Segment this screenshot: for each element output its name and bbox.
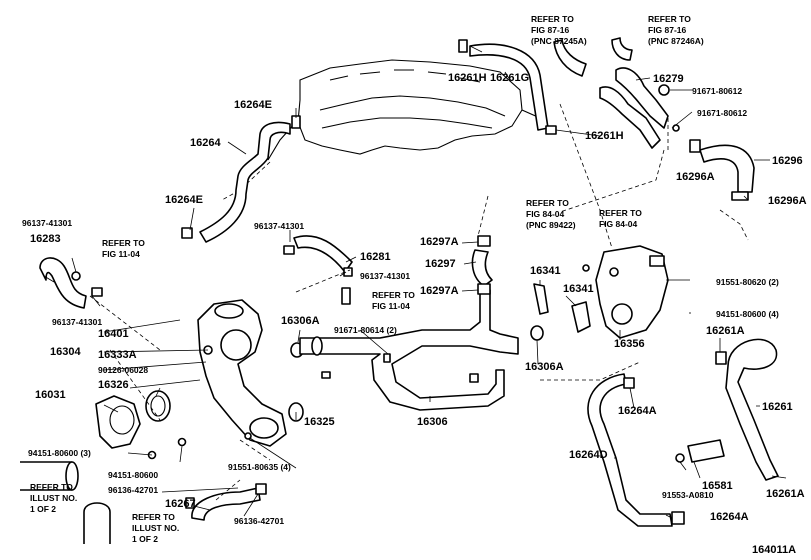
callout-16297: 16297 bbox=[425, 258, 456, 270]
callout-96136-42701-b: 96136-42701 bbox=[234, 516, 284, 526]
callout-96136-42701-a: 96136-42701 bbox=[108, 485, 158, 495]
water-inlet-housing-16304 bbox=[197, 299, 287, 447]
callout-91551-80620-2: 91551-80620 (2) bbox=[716, 277, 779, 287]
callout-16264e-left: 16264E bbox=[165, 194, 203, 206]
hose-16267 bbox=[185, 483, 267, 521]
callout-91551-80635-4: 91551-80635 (4) bbox=[228, 462, 291, 472]
leader-lines bbox=[43, 45, 787, 519]
figure-id: 164011A bbox=[752, 544, 796, 556]
callout-16296a-a: 16296A bbox=[676, 171, 715, 183]
callout-16261h-top: 16261H bbox=[448, 72, 487, 84]
hose-16261G bbox=[458, 39, 557, 135]
pipe-16279 bbox=[599, 67, 680, 149]
callout-16325: 16325 bbox=[304, 416, 335, 428]
callout-96137-41301-d: 96137-41301 bbox=[360, 271, 410, 281]
callout-16306a-bot: 16306A bbox=[525, 361, 564, 373]
callout-16306a-top: 16306A bbox=[281, 315, 320, 327]
callout-96137-41301-b: 96137-41301 bbox=[52, 317, 102, 327]
callout-16356: 16356 bbox=[614, 338, 645, 350]
callout-16296a-b: 16296A bbox=[768, 195, 807, 207]
callout-16401: 16401 bbox=[98, 328, 129, 340]
hose-16261 bbox=[715, 338, 779, 481]
callout-91671-80612-a: 91671-80612 bbox=[692, 86, 742, 96]
callout-16264e-top: 16264E bbox=[234, 99, 272, 111]
callout-16326: 16326 bbox=[98, 379, 129, 391]
callout-94151-80600-4: 94151-80600 (4) bbox=[716, 309, 779, 319]
callout-16304: 16304 bbox=[50, 346, 81, 358]
callout-16341-b: 16341 bbox=[563, 283, 594, 295]
callout-91671-80614-2: 91671-80614 (2) bbox=[334, 325, 397, 335]
water-outlet-16356 bbox=[533, 245, 669, 339]
callout-96137-41301-c: 96137-41301 bbox=[254, 221, 304, 231]
callout-91553-a0810: 91553-A0810 bbox=[662, 490, 714, 500]
hose-16264 bbox=[181, 115, 301, 243]
callout-16264: 16264 bbox=[190, 137, 221, 149]
external-pipes bbox=[20, 461, 111, 544]
callout-16031: 16031 bbox=[35, 389, 66, 401]
callout-94151-80600: 94151-80600 bbox=[108, 470, 158, 480]
callout-16297a-top: 16297A bbox=[420, 236, 459, 248]
callout-16267: 16267 bbox=[165, 498, 196, 510]
callout-16341-a: 16341 bbox=[530, 265, 561, 277]
callout-16279: 16279 bbox=[653, 73, 684, 85]
callout-16261a-bot: 16261A bbox=[766, 488, 805, 500]
callout-16297a-bot: 16297A bbox=[420, 285, 459, 297]
callout-16264a-a: 16264A bbox=[618, 405, 657, 417]
callout-91671-80612-b: 91671-80612 bbox=[697, 108, 747, 118]
callout-16261g: 16261G bbox=[490, 72, 529, 84]
pipe-stubs-top bbox=[553, 37, 633, 77]
callout-16296: 16296 bbox=[772, 155, 803, 167]
hose-16296 bbox=[689, 139, 755, 201]
callout-16581: 16581 bbox=[702, 480, 733, 492]
callout-16261a-top: 16261A bbox=[706, 325, 745, 337]
callout-16261: 16261 bbox=[762, 401, 793, 413]
pipe-16306 bbox=[299, 289, 519, 411]
callout-96137-41301-a: 96137-41301 bbox=[22, 218, 72, 228]
callout-16264d: 16264D bbox=[569, 449, 608, 461]
hose-16264D bbox=[587, 373, 685, 527]
callout-16281: 16281 bbox=[360, 251, 391, 263]
callout-16261h-mid: 16261H bbox=[585, 130, 624, 142]
gaskets-and-thermostat bbox=[95, 325, 544, 460]
bracket-16581 bbox=[675, 439, 725, 463]
hose-16281 bbox=[283, 235, 353, 305]
hose-16283 bbox=[39, 257, 103, 309]
callout-16283: 16283 bbox=[30, 233, 61, 245]
callout-90126-06028: 90126-06028 bbox=[98, 365, 148, 375]
hose-16297 bbox=[471, 235, 493, 295]
callout-94151-80600-3: 94151-80600 (3) bbox=[28, 448, 91, 458]
callout-16333a: 16333A bbox=[98, 349, 137, 361]
callout-16306: 16306 bbox=[417, 416, 448, 428]
callout-16264a-b: 16264A bbox=[710, 511, 749, 523]
